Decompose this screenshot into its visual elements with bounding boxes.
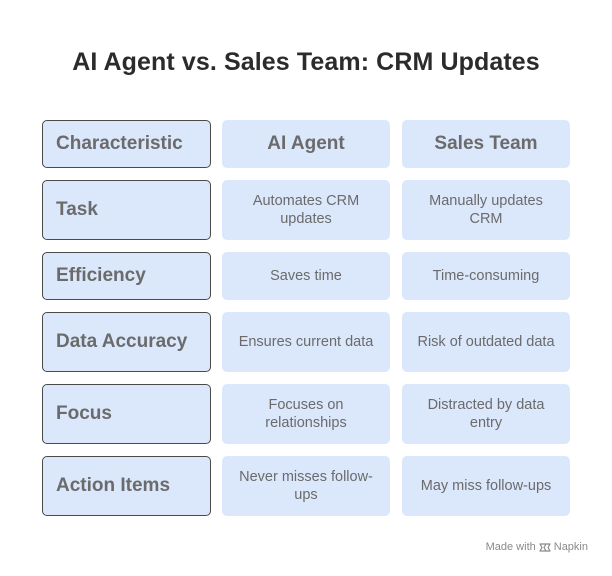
row-label: Efficiency <box>42 252 211 300</box>
napkin-logo-icon <box>539 542 551 553</box>
table-header-row: Characteristic AI Agent Sales Team <box>42 120 570 168</box>
ai-agent-cell: Automates CRM updates <box>222 180 390 240</box>
sales-team-cell: Time-consuming <box>402 252 570 300</box>
table-row-efficiency: Efficiency Saves time Time-consuming <box>42 252 570 300</box>
ai-agent-cell: Saves time <box>222 252 390 300</box>
made-with-label: Made with <box>485 541 536 553</box>
header-sales-team: Sales Team <box>402 120 570 168</box>
table-row-focus: Focus Focuses on relationships Distracte… <box>42 384 570 444</box>
made-with-napkin-credit: Made with Napkin <box>486 541 588 553</box>
comparison-table: Characteristic AI Agent Sales Team Task … <box>42 120 570 528</box>
sales-team-cell: Manually updates CRM <box>402 180 570 240</box>
header-characteristic: Characteristic <box>42 120 211 168</box>
row-label: Data Accuracy <box>42 312 211 372</box>
row-label: Focus <box>42 384 211 444</box>
table-row-task: Task Automates CRM updates Manually upda… <box>42 180 570 240</box>
row-label: Task <box>42 180 211 240</box>
sales-team-cell: Risk of outdated data <box>402 312 570 372</box>
napkin-brand: Napkin <box>553 541 588 553</box>
sales-team-cell: May miss follow-ups <box>402 456 570 516</box>
diagram-title: AI Agent vs. Sales Team: CRM Updates <box>72 48 540 76</box>
row-label: Action Items <box>42 456 211 516</box>
sales-team-cell: Distracted by data entry <box>402 384 570 444</box>
table-row-data-accuracy: Data Accuracy Ensures current data Risk … <box>42 312 570 372</box>
ai-agent-cell: Never misses follow-ups <box>222 456 390 516</box>
header-ai-agent: AI Agent <box>222 120 390 168</box>
ai-agent-cell: Ensures current data <box>222 312 390 372</box>
table-row-action-items: Action Items Never misses follow-ups May… <box>42 456 570 516</box>
ai-agent-cell: Focuses on relationships <box>222 384 390 444</box>
